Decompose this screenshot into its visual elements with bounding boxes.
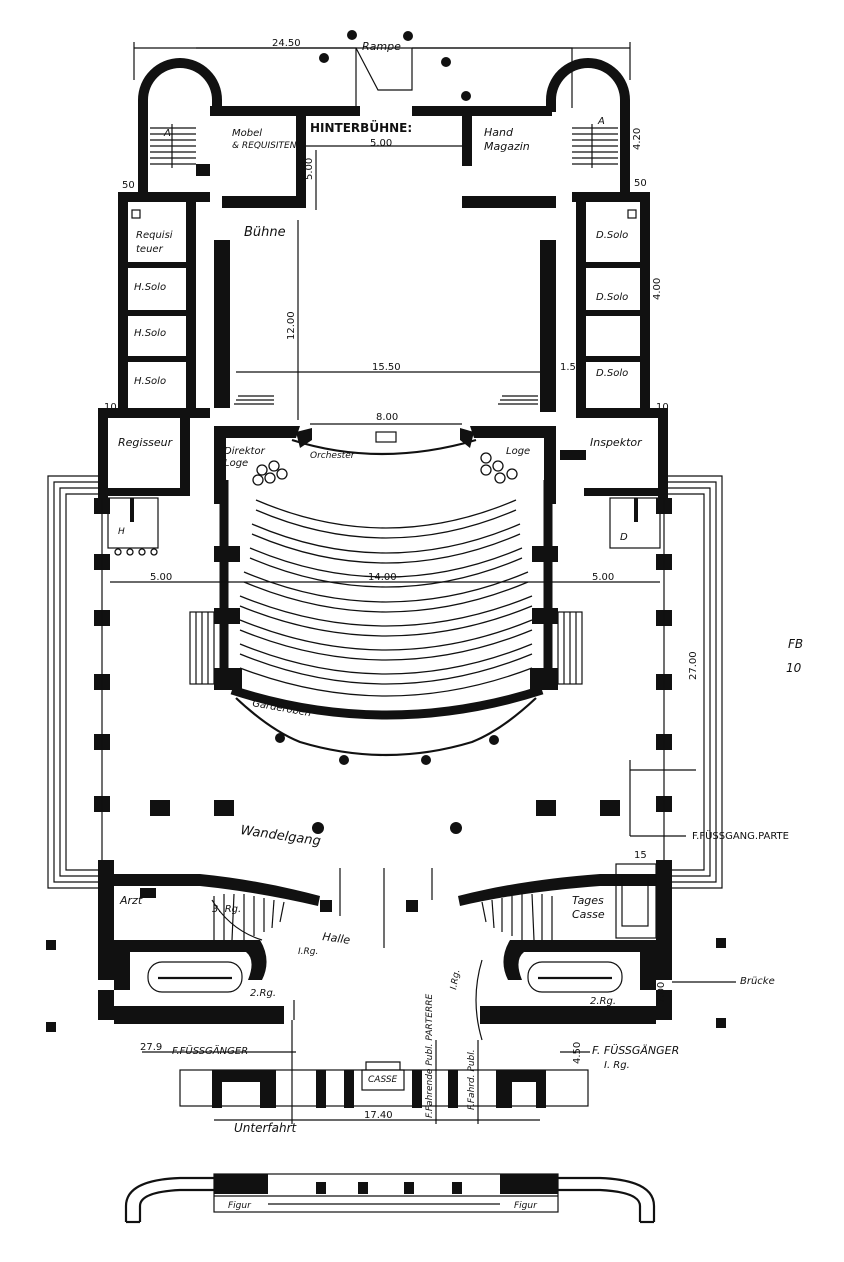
- facade-elevation: [124, 1173, 656, 1224]
- label-fuss-left: F.FÜSSGÄNGER: [172, 1044, 248, 1057]
- label-dsolo-2: D.Solo: [596, 292, 628, 303]
- dim-small-420: 4.20: [632, 128, 643, 150]
- dim-hinterbuehne-width: 5.00: [370, 138, 392, 149]
- auditorium-side-stairs: [189, 611, 583, 685]
- inspektor-room: [560, 408, 668, 498]
- label-hsolo-1: H.Solo: [134, 282, 166, 293]
- dim-hinterbuehne-depth: 5.00: [304, 158, 315, 180]
- left-front-block: [98, 860, 320, 1024]
- label-hand-2: Magazin: [484, 140, 530, 153]
- label-buehne: Bühne: [244, 225, 286, 240]
- label-tages-2: Casse: [572, 908, 605, 921]
- label-tages-1: Tages: [572, 894, 604, 907]
- label-mobel-1: Mobel: [232, 128, 262, 139]
- dim-left-side: 5.00: [150, 572, 172, 583]
- dim-hall-depth: 27.00: [688, 651, 699, 680]
- label-fuss-parterre: F.FÜSSGANG.PARTE: [692, 829, 789, 842]
- label-loge: Loge: [506, 446, 530, 457]
- parterre-entry-marker: [629, 760, 696, 837]
- label-orchester: Orchester: [310, 451, 356, 461]
- dim-entrance-width: 17.40: [364, 1110, 393, 1121]
- label-arzt: Arzt: [119, 894, 143, 907]
- rampe-outline: [196, 30, 573, 108]
- dim-proscenium: 8.00: [376, 412, 398, 423]
- label-inspektor: Inspektor: [590, 436, 643, 449]
- label-requisiteur-1: Requisi: [136, 230, 173, 241]
- dim-small-10-right: 10: [656, 402, 669, 413]
- label-bruecke: Brücke: [740, 976, 775, 987]
- stair-a-left: A: [163, 128, 171, 139]
- label-dsolo-3: D.Solo: [596, 368, 628, 379]
- dim-small-50-right: 50: [634, 178, 647, 189]
- left-stair-tower: A: [138, 58, 222, 192]
- dim-small-400: 4.00: [652, 278, 663, 300]
- label-dsolo-1: D.Solo: [596, 230, 628, 241]
- stair-a-right: A: [597, 116, 605, 127]
- right-wc: [609, 497, 661, 549]
- label-fuss-right-1: F. FÜSSGÄNGER: [592, 1044, 679, 1057]
- dim-small-50-left: 50: [122, 180, 135, 191]
- label-hinterbuehne: HINTERBÜHNE:: [310, 120, 412, 135]
- outer-colonnade: [47, 475, 723, 889]
- right-dressing-block: [572, 192, 668, 418]
- label-rang1-right: I.Rg.: [449, 969, 462, 991]
- dim-small-150: 1.50: [560, 362, 582, 373]
- left-wc: [107, 497, 159, 556]
- halle-paths: [291, 868, 483, 1124]
- regisseur-room: [98, 408, 190, 498]
- label-hsolo-3: H.Solo: [134, 376, 166, 387]
- label-d-mark: D: [620, 532, 628, 543]
- proscenium: [214, 423, 556, 504]
- dim-small-450: 4.50: [572, 1042, 583, 1064]
- dim-left-foot: 27.9: [140, 1042, 162, 1053]
- label-rang3: 3. Rg.: [212, 904, 241, 915]
- label-h-mark: H: [118, 527, 125, 537]
- forecourt-piers: [46, 938, 726, 1032]
- box-seats: [252, 452, 518, 486]
- side-mark-2: 10: [786, 661, 802, 675]
- label-halle: Halle: [322, 930, 352, 947]
- label-einfahrt-balkon: F.Fahrd. Publ.: [467, 1049, 477, 1110]
- label-fuss-right-2: I. Rg.: [604, 1060, 630, 1071]
- outer-walls: [94, 498, 672, 860]
- seating-rows: [239, 499, 533, 697]
- label-figur-right: Figur: [514, 1201, 538, 1211]
- label-rampe: Rampe: [362, 40, 401, 53]
- dim-right-side: 5.00: [592, 572, 614, 583]
- label-unterfahrt: Unterfahrt: [234, 1121, 298, 1135]
- label-einfahrt-parkett: F.Fahrende Publ. PARTERRE: [425, 994, 435, 1118]
- label-hand-1: Hand: [484, 126, 514, 139]
- dim-small-10-left: 10: [104, 402, 117, 413]
- label-hsolo-2: H.Solo: [134, 328, 166, 339]
- stage-area: [214, 220, 556, 420]
- dim-stage-depth: 12.00: [286, 311, 297, 340]
- label-rang2-right: 2.Rg.: [590, 996, 616, 1007]
- label-regisseur: Regisseur: [118, 436, 174, 449]
- dim-small-700: 7.00: [656, 982, 667, 1004]
- dim-stage-width: 15.50: [372, 362, 401, 373]
- dim-top-width: 24.50: [272, 38, 301, 49]
- label-casse: CASSE: [368, 1075, 398, 1085]
- side-mark-1: FB: [788, 637, 803, 651]
- dim-auditorium-width: 14.00: [368, 572, 397, 583]
- left-dressing-block: [98, 192, 210, 418]
- label-figur-left: Figur: [228, 1201, 252, 1211]
- label-rang2-left: 2.Rg.: [250, 988, 276, 999]
- label-wandelgang: Wandelgang: [239, 823, 321, 849]
- entrance-facade: [179, 1061, 589, 1121]
- label-direktor-1: Direktor: [224, 446, 266, 457]
- label-mobel-2: & REQUISITEN: [232, 141, 297, 151]
- label-direktor-2: Loge: [224, 458, 248, 469]
- right-stair-tower: A: [546, 58, 630, 192]
- auditorium-walls: [214, 480, 558, 765]
- label-requisiteur-2: teuer: [136, 244, 164, 255]
- hinterbuehne-walls: [196, 106, 556, 210]
- dim-small-15: 15: [634, 850, 647, 861]
- label-rang1-left: I.Rg.: [298, 947, 318, 957]
- right-front-block: [458, 860, 672, 1024]
